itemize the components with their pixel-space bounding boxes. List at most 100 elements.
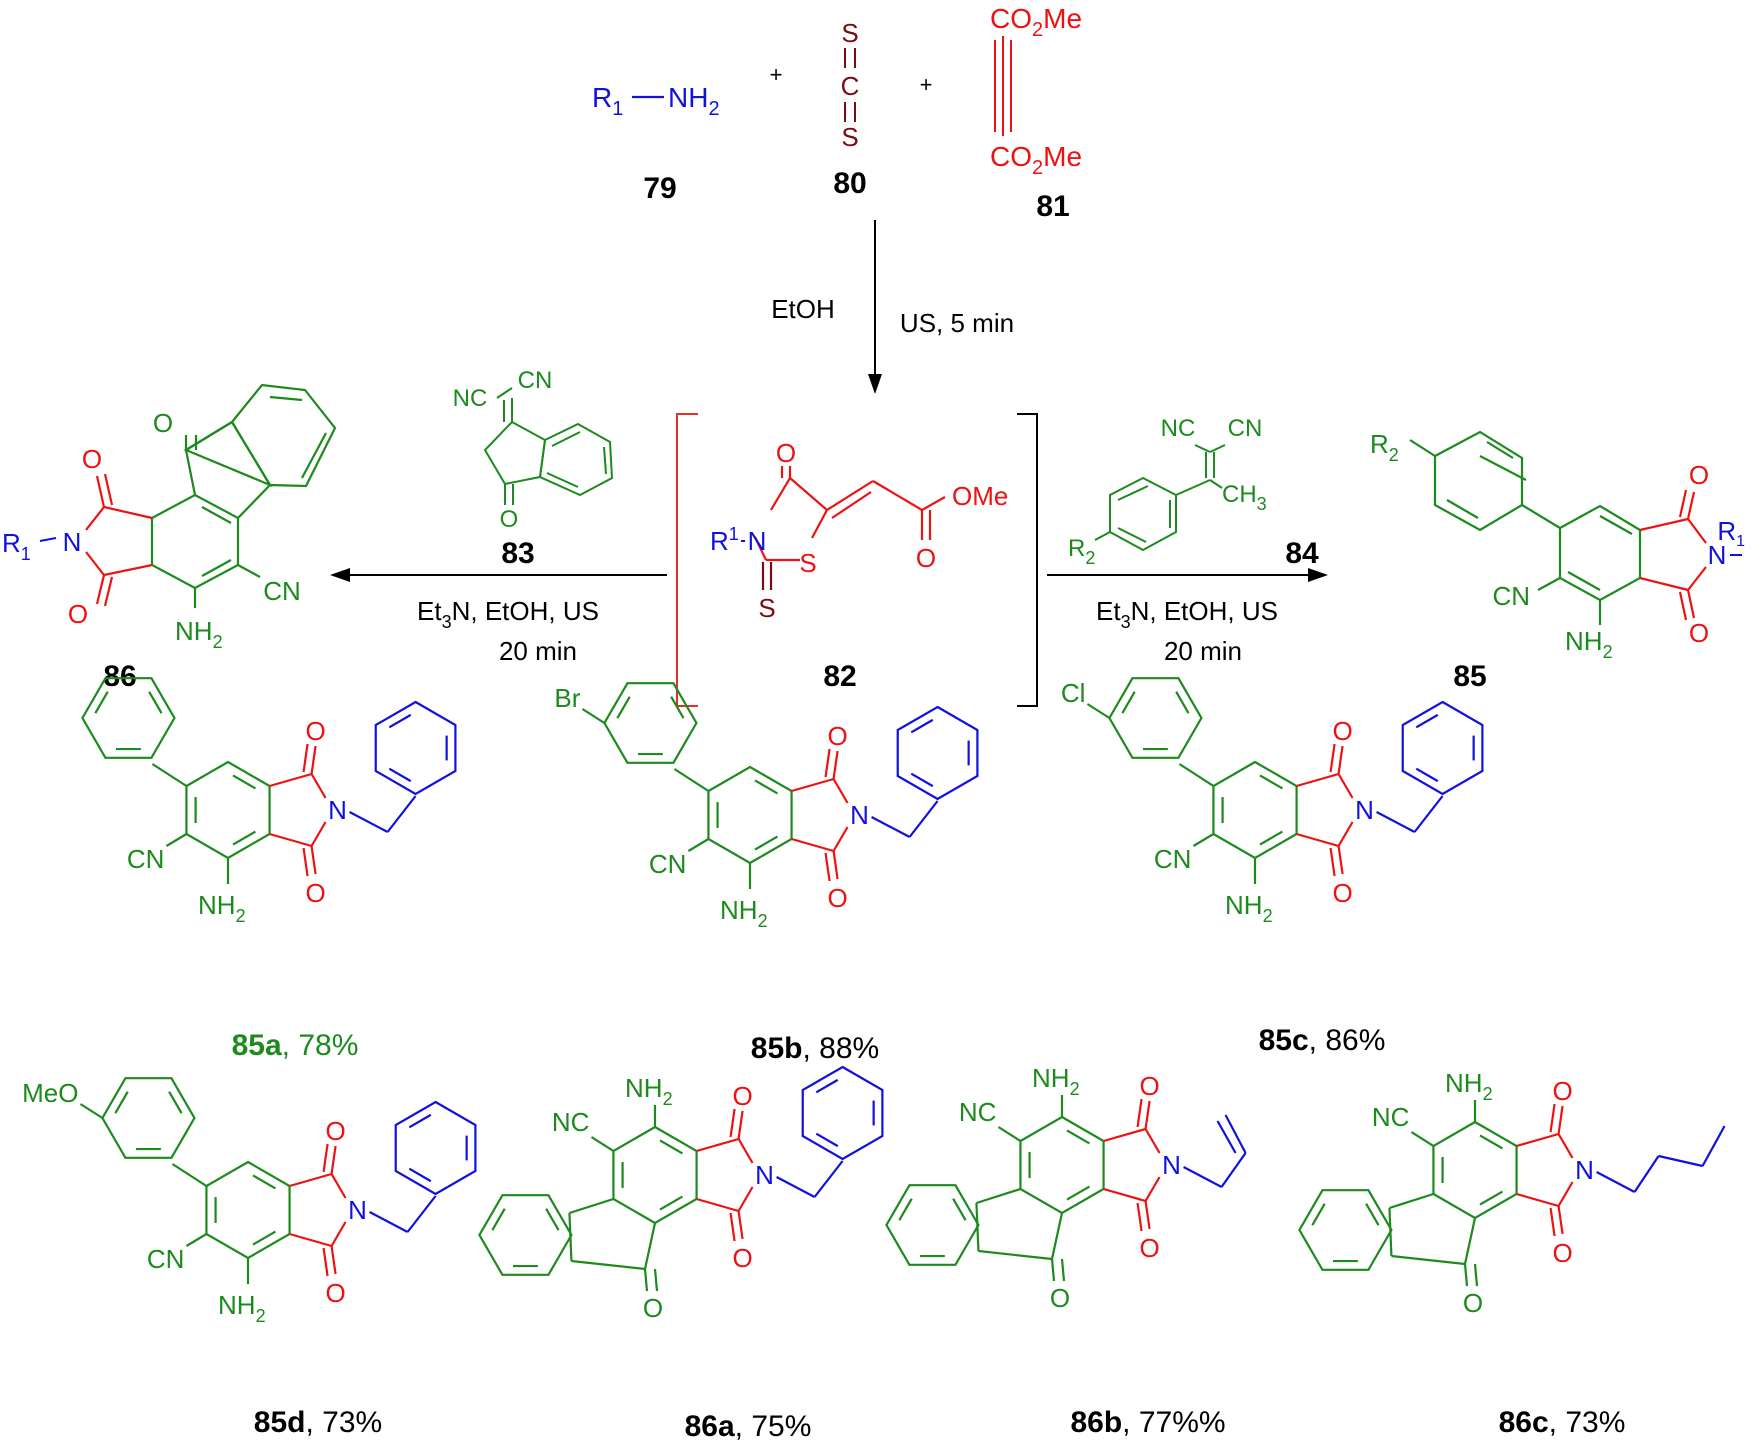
svg-text:O: O	[776, 438, 796, 468]
svg-text:O: O	[500, 506, 519, 533]
time-86: 20 min	[499, 636, 577, 666]
svg-text:NC: NC	[1161, 415, 1196, 442]
product-label-86c: 86c, 73%	[1499, 1406, 1626, 1439]
product-label-86b: 86b, 77%%	[1070, 1406, 1225, 1439]
reagent-80-carbon-disulfide: S C S	[841, 18, 860, 152]
svg-text:CN: CN	[147, 1244, 185, 1274]
svg-text:O: O	[827, 721, 847, 751]
svg-text:R1: R1	[710, 524, 739, 556]
compound-number-81: 81	[1036, 190, 1069, 223]
svg-text:R2: R2	[1370, 429, 1399, 465]
svg-text:O: O	[153, 408, 173, 438]
svg-text:O: O	[1139, 1071, 1159, 1101]
svg-text:NH2: NH2	[198, 890, 246, 926]
svg-text:O: O	[643, 1293, 663, 1323]
intermediate-bracket	[676, 413, 1038, 707]
svg-text:NH2: NH2	[668, 82, 720, 120]
structure-85b: O O N CN NH2 Br	[554, 682, 979, 931]
svg-text:S: S	[758, 593, 775, 623]
condition-85: Et3N, EtOH, US	[1096, 596, 1278, 632]
svg-text:CN: CN	[518, 367, 553, 394]
arrow-step-1	[868, 220, 882, 394]
svg-text:O: O	[325, 1116, 345, 1146]
svg-text:O: O	[732, 1081, 752, 1111]
svg-text:O: O	[325, 1278, 345, 1308]
compound-number-79: 79	[643, 172, 676, 205]
svg-text:CN: CN	[263, 576, 301, 606]
svg-text:R1: R1	[1717, 516, 1745, 550]
svg-text:OMe: OMe	[952, 481, 1008, 511]
arrow-to-85	[1047, 568, 1328, 582]
plus-sign: +	[920, 72, 933, 97]
svg-text:N: N	[63, 527, 82, 557]
svg-text:CN: CN	[649, 849, 687, 879]
svg-text:S: S	[841, 122, 858, 152]
svg-text:O: O	[916, 543, 936, 573]
svg-text:O: O	[1552, 1238, 1572, 1268]
svg-text:R1: R1	[592, 82, 623, 120]
svg-text:O: O	[1332, 716, 1352, 746]
svg-text:N: N	[850, 800, 869, 830]
reagent-81-dmad: CO2Me CO2Me	[990, 3, 1082, 179]
reagent-83-dicyanovinyl-indanone: NC CN O	[453, 367, 614, 533]
svg-text:N: N	[1162, 1150, 1181, 1180]
svg-text:CO2Me: CO2Me	[990, 141, 1082, 179]
svg-text:CN: CN	[1154, 844, 1192, 874]
arrow-to-86	[330, 568, 667, 582]
svg-text:O: O	[1463, 1288, 1483, 1318]
svg-text:O: O	[827, 883, 847, 913]
plus-sign: +	[770, 62, 783, 87]
svg-text:NC: NC	[552, 1107, 590, 1137]
svg-text:NH2: NH2	[720, 895, 768, 931]
svg-text:R2: R2	[1068, 535, 1095, 568]
svg-text:MeO: MeO	[22, 1078, 78, 1108]
svg-text:N: N	[1355, 795, 1374, 825]
reagent-79-amine: R1 NH2	[592, 82, 720, 120]
svg-text:CH3: CH3	[1222, 481, 1267, 514]
product-86-general: O O O R1 N CN NH2	[2, 383, 337, 652]
svg-text:NH2: NH2	[1565, 626, 1613, 662]
svg-text:NH2: NH2	[625, 1073, 673, 1109]
svg-text:N: N	[1575, 1155, 1594, 1185]
svg-text:NH2: NH2	[1445, 1068, 1493, 1104]
product-label-85a: 85a, 78%	[232, 1029, 359, 1062]
svg-text:CN: CN	[127, 844, 165, 874]
compound-number-82: 82	[823, 660, 856, 693]
svg-text:NH2: NH2	[1225, 890, 1273, 926]
svg-text:O: O	[1139, 1233, 1159, 1263]
svg-text:O: O	[305, 878, 325, 908]
svg-text:C: C	[841, 71, 860, 101]
svg-text:NC: NC	[1372, 1102, 1410, 1132]
svg-text:O: O	[1689, 618, 1709, 648]
svg-text:N: N	[348, 1195, 367, 1225]
svg-text:O: O	[82, 444, 102, 474]
product-label-86a: 86a, 75%	[685, 1410, 812, 1443]
svg-text:Br: Br	[554, 683, 580, 713]
product-label-85d: 85d, 73%	[254, 1406, 382, 1439]
compound-number-86: 86	[103, 660, 136, 693]
svg-text:NH2: NH2	[1032, 1063, 1080, 1099]
reagent-84-arylidene-malononitrile: NC CN CH3 R2	[1068, 415, 1267, 568]
svg-text:N: N	[748, 526, 767, 556]
condition-solvent: EtOH	[771, 294, 835, 324]
svg-text:N: N	[755, 1160, 774, 1190]
svg-text:CN: CN	[1228, 415, 1263, 442]
svg-text:S: S	[841, 18, 858, 48]
product-label-85b: 85b, 88%	[751, 1032, 879, 1065]
compound-number-85: 85	[1453, 660, 1486, 693]
svg-text:NH2: NH2	[175, 616, 223, 652]
svg-text:S: S	[799, 548, 816, 578]
svg-text:O: O	[1332, 878, 1352, 908]
svg-text:O: O	[68, 599, 88, 629]
condition-86: Et3N, EtOH, US	[417, 596, 599, 632]
svg-text:O: O	[732, 1243, 752, 1273]
time-85: 20 min	[1164, 636, 1242, 666]
svg-text:N: N	[1708, 540, 1727, 570]
